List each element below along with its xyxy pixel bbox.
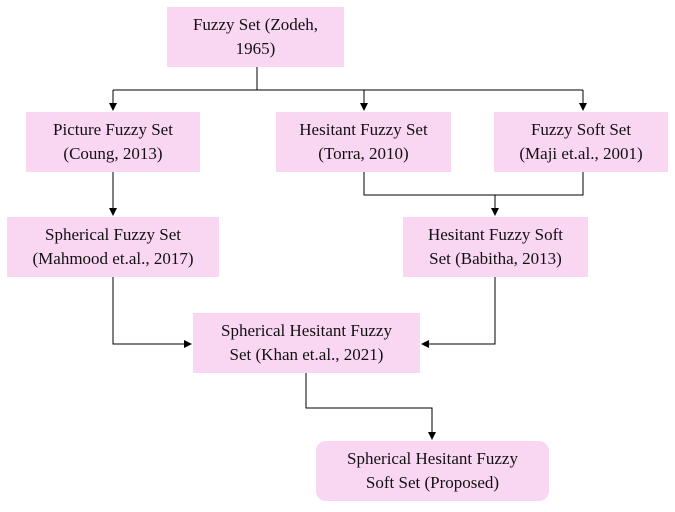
node-fuzzy-soft-set: Fuzzy Soft Set (Maji et.al., 2001) — [494, 112, 668, 172]
connector-spherical-to-shfs — [112, 277, 192, 348]
node-spherical-hesitant-fuzzy-set-line2: Set (Khan et.al., 2021) — [229, 345, 384, 364]
connector-soft-down — [495, 172, 584, 196]
node-fuzzy-set: Fuzzy Set (Zodeh, 1965) — [167, 7, 344, 67]
node-fuzzy-set-line2: 1965) — [235, 39, 276, 58]
node-spherical-fuzzy-set-line1: Spherical Fuzzy Set — [45, 225, 181, 244]
node-proposed-set-line1: Spherical Hesitant Fuzzy — [347, 449, 518, 468]
node-hesitant-fuzzy-soft-set: Hesitant Fuzzy Soft Set (Babitha, 2013) — [403, 217, 588, 277]
node-picture-fuzzy-set-line2: (Coung, 2013) — [63, 144, 163, 163]
node-proposed-set-line2: Soft Set (Proposed) — [365, 473, 500, 492]
node-hesitant-fuzzy-set-line1: Hesitant Fuzzy Set — [299, 120, 428, 139]
node-spherical-hesitant-fuzzy-set: Spherical Hesitant Fuzzy Set (Khan et.al… — [193, 313, 420, 373]
node-hesitant-fuzzy-set-line2: (Torra, 2010) — [318, 144, 409, 163]
node-picture-fuzzy-set: Picture Fuzzy Set (Coung, 2013) — [26, 112, 200, 172]
node-fuzzy-soft-set-line2: (Maji et.al., 2001) — [519, 144, 643, 163]
connector-hfss-to-shfs — [421, 277, 496, 348]
connector-shfs-to-proposed — [305, 373, 436, 440]
node-fuzzy-set-line1: Fuzzy Set (Zodeh, — [192, 15, 319, 34]
connector-hesitant-down — [363, 172, 495, 196]
node-spherical-hesitant-fuzzy-set-line1: Spherical Hesitant Fuzzy — [221, 321, 392, 340]
node-proposed-set: Spherical Hesitant Fuzzy Soft Set (Propo… — [316, 441, 549, 501]
node-hesitant-fuzzy-soft-set-line1: Hesitant Fuzzy Soft — [427, 225, 564, 244]
node-picture-fuzzy-set-line1: Picture Fuzzy Set — [53, 120, 173, 139]
node-fuzzy-soft-set-line1: Fuzzy Soft Set — [530, 120, 632, 139]
node-spherical-fuzzy-set-line2: (Mahmood et.al., 2017) — [32, 249, 194, 268]
node-hesitant-fuzzy-set: Hesitant Fuzzy Set (Torra, 2010) — [276, 112, 451, 172]
node-spherical-fuzzy-set: Spherical Fuzzy Set (Mahmood et.al., 201… — [7, 217, 219, 277]
node-hesitant-fuzzy-soft-set-line2: Set (Babitha, 2013) — [429, 249, 562, 268]
